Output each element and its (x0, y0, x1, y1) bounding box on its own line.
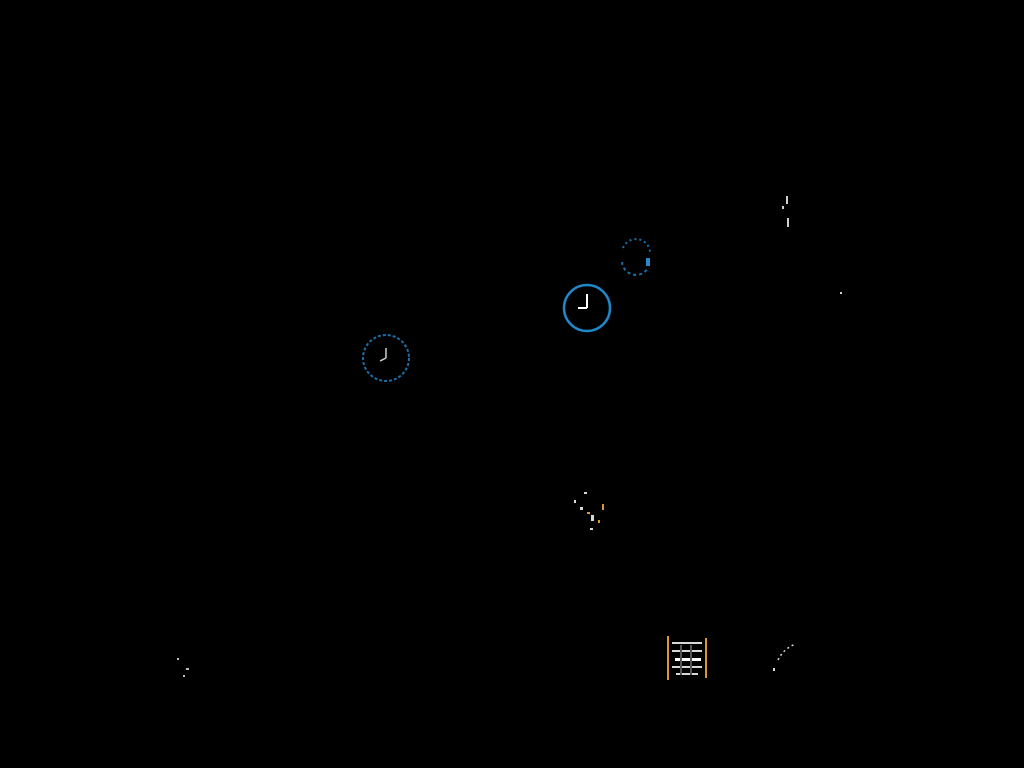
clock-hand-minute (379, 357, 387, 362)
clock-icon-left[interactable] (362, 334, 410, 382)
clock-icon-center[interactable] (562, 283, 612, 333)
partial-icon-bottom-center[interactable] (574, 492, 604, 530)
partial-icon-bottom-left[interactable] (177, 658, 189, 677)
clock-ring (362, 334, 410, 382)
partial-icon-far-right-bottom[interactable] (773, 643, 797, 671)
partial-icon-top-right[interactable] (782, 196, 842, 294)
partial-clock-icon-top[interactable] (621, 238, 651, 276)
clock-ring (562, 283, 612, 333)
partial-icon-bottom-right[interactable] (667, 636, 707, 680)
